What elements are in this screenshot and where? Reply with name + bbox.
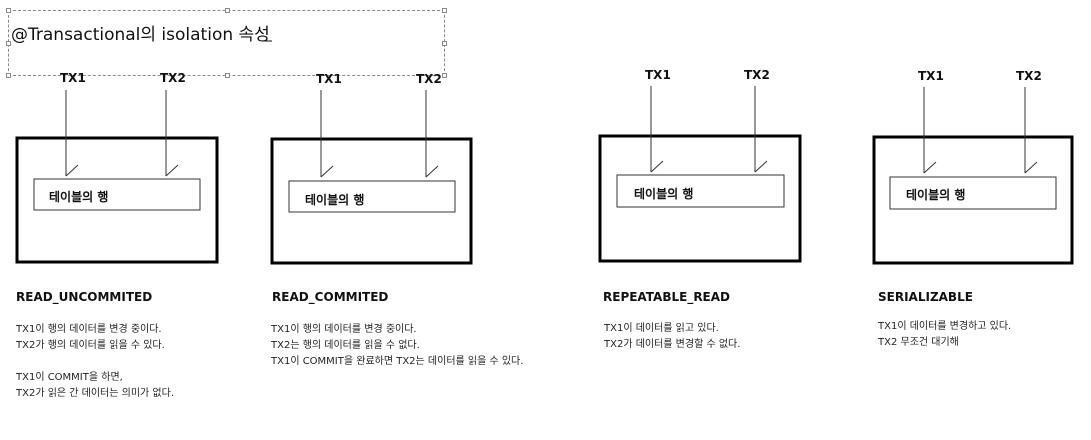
resize-handle-middle-right[interactable] (442, 41, 447, 46)
panel-frame (15, 136, 219, 264)
table-row-box (889, 176, 1057, 210)
resize-handle-middle-left[interactable] (6, 41, 11, 46)
table-row-label: 테이블의 행 (634, 187, 694, 201)
resize-handle-bottom-center[interactable] (225, 73, 230, 78)
isolation-description: TX1이 행의 데이터를 변경 중이다. TX2는 행의 데이터를 읽을 수 없… (271, 324, 524, 367)
tx1-label: TX1 (60, 71, 86, 85)
tx2-label: TX2 (1016, 69, 1042, 83)
isolation-description: TX1이 행의 데이터를 변경 중이다. TX2가 행의 데이터를 읽을 수 있… (16, 324, 174, 399)
tx2-connector-tick (1024, 161, 1038, 174)
table-row-box (33, 178, 201, 211)
resize-handle-bottom-right[interactable] (442, 73, 447, 78)
panel-frame (270, 137, 473, 265)
resize-handle-top-center[interactable] (225, 8, 230, 13)
tx1-connector-tick (923, 161, 937, 174)
tx2-label: TX2 (416, 72, 442, 86)
table-row-box (288, 180, 456, 213)
table-row-label: 테이블의 행 (305, 193, 365, 207)
tx1-connector-tick (65, 164, 79, 177)
table-row-box (616, 174, 785, 208)
panel-frame (872, 135, 1074, 265)
isolation-description: TX1이 데이터를 변경하고 있다. TX2 무조건 대기해 (878, 321, 1012, 348)
isolation-description: TX1이 데이터를 읽고 있다. TX2가 데이터를 변경할 수 없다. (604, 323, 741, 350)
tx1-connector-tick (650, 160, 664, 173)
isolation-heading: READ_UNCOMMITED (16, 290, 153, 304)
panel-frame (598, 134, 802, 263)
resize-handle-bottom-left[interactable] (6, 73, 11, 78)
resize-handle-top-right[interactable] (442, 8, 447, 13)
isolation-heading: SERIALIZABLE (878, 290, 973, 304)
tx2-connector-tick (425, 165, 439, 178)
table-row-label: 테이블의 행 (49, 190, 109, 204)
isolation-heading: READ_COMMITED (272, 290, 389, 304)
tx2-label: TX2 (160, 71, 186, 85)
diagram-title[interactable]: @Transactional의 isolation 속성 (11, 25, 270, 45)
tx1-label: TX1 (316, 72, 342, 86)
isolation-heading: REPEATABLE_READ (603, 290, 731, 304)
resize-handle-top-left[interactable] (6, 8, 11, 13)
tx2-label: TX2 (744, 68, 770, 82)
tx1-label: TX1 (645, 68, 671, 82)
title-selection-box[interactable] (6, 8, 447, 78)
tx1-connector-tick (320, 165, 334, 178)
table-row-label: 테이블의 행 (906, 188, 966, 202)
tx2-connector-tick (754, 160, 768, 173)
tx2-connector-tick (165, 164, 179, 177)
tx1-label: TX1 (918, 69, 944, 83)
